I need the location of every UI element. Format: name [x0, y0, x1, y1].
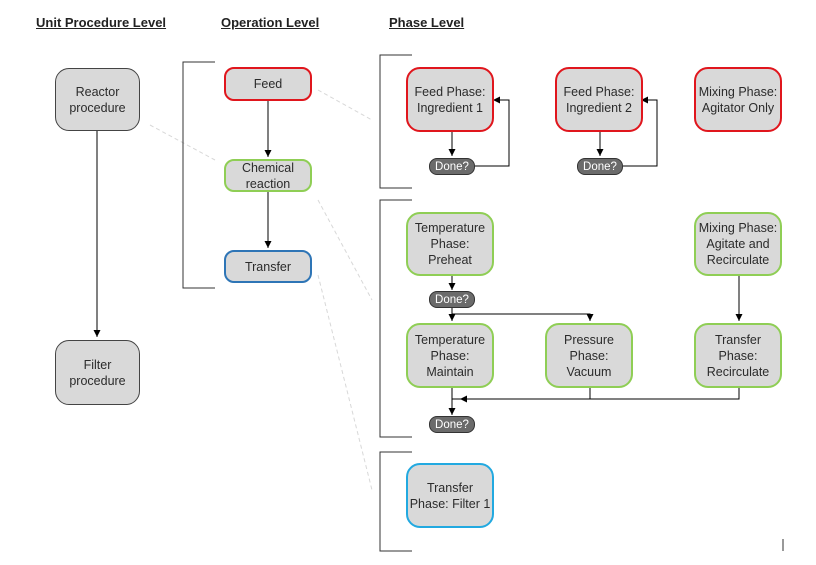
transfer-operation-node[interactable]: Transfer — [224, 250, 312, 283]
done-decision-feed-2: Done? — [577, 158, 623, 175]
temperature-phase-maintain-label: Temperature Phase: Maintain — [414, 332, 486, 379]
transfer-phase-recirculate-node[interactable]: Transfer Phase: Recirculate — [694, 323, 782, 388]
feed-phase-ingredient-2-node[interactable]: Feed Phase: Ingredient 2 — [555, 67, 643, 132]
pressure-phase-vacuum-label: Pressure Phase: Vacuum — [563, 332, 615, 379]
done-decision-feed-1: Done? — [429, 158, 475, 175]
filter-procedure-node[interactable]: Filter procedure — [55, 340, 140, 405]
header-phase-level: Phase Level — [389, 15, 465, 30]
transfer-phase-filter-1-label: Transfer Phase: Filter 1 — [409, 480, 491, 511]
temperature-phase-preheat-label: Temperature Phase: Preheat — [414, 221, 486, 267]
filter-procedure-label: Filter procedure — [69, 357, 126, 388]
feed-operation-label: Feed — [253, 77, 283, 91]
mixing-phase-agitator-only-label: Mixing Phase: Agitator Only — [698, 84, 778, 115]
feed-phase-ingredient-1-node[interactable]: Feed Phase: Ingredient 1 — [406, 67, 494, 132]
feed-phase-ingredient-1-label: Feed Phase: Ingredient 1 — [414, 84, 486, 115]
transfer-operation-label: Transfer — [244, 259, 292, 274]
transfer-phase-recirculate-label: Transfer Phase: Recirculate — [706, 332, 770, 379]
feed-phase-ingredient-2-label: Feed Phase: Ingredient 2 — [563, 84, 635, 115]
done-decision-final: Done? — [429, 416, 475, 433]
transfer-phase-filter-1-node[interactable]: Transfer Phase: Filter 1 — [406, 463, 494, 528]
done-decision-preheat: Done? — [429, 291, 475, 308]
reactor-procedure-label: Reactor procedure — [69, 84, 126, 115]
chemical-reaction-operation-label: Chemical reaction — [241, 160, 295, 191]
reactor-procedure-node[interactable]: Reactor procedure — [55, 68, 140, 131]
mixing-phase-agitate-recirculate-label: Mixing Phase: Agitate and Recirculate — [698, 221, 778, 267]
feed-operation-node[interactable]: Feed — [224, 67, 312, 101]
temperature-phase-maintain-node[interactable]: Temperature Phase: Maintain — [406, 323, 494, 388]
header-operation-level: Operation Level — [221, 15, 320, 30]
pressure-phase-vacuum-node[interactable]: Pressure Phase: Vacuum — [545, 323, 633, 388]
temperature-phase-preheat-node[interactable]: Temperature Phase: Preheat — [406, 212, 494, 276]
chemical-reaction-operation-node[interactable]: Chemical reaction — [224, 159, 312, 192]
header-unit-procedure-level: Unit Procedure Level — [36, 15, 167, 30]
mixing-phase-agitate-recirculate-node[interactable]: Mixing Phase: Agitate and Recirculate — [694, 212, 782, 276]
mixing-phase-agitator-only-node[interactable]: Mixing Phase: Agitator Only — [694, 67, 782, 132]
